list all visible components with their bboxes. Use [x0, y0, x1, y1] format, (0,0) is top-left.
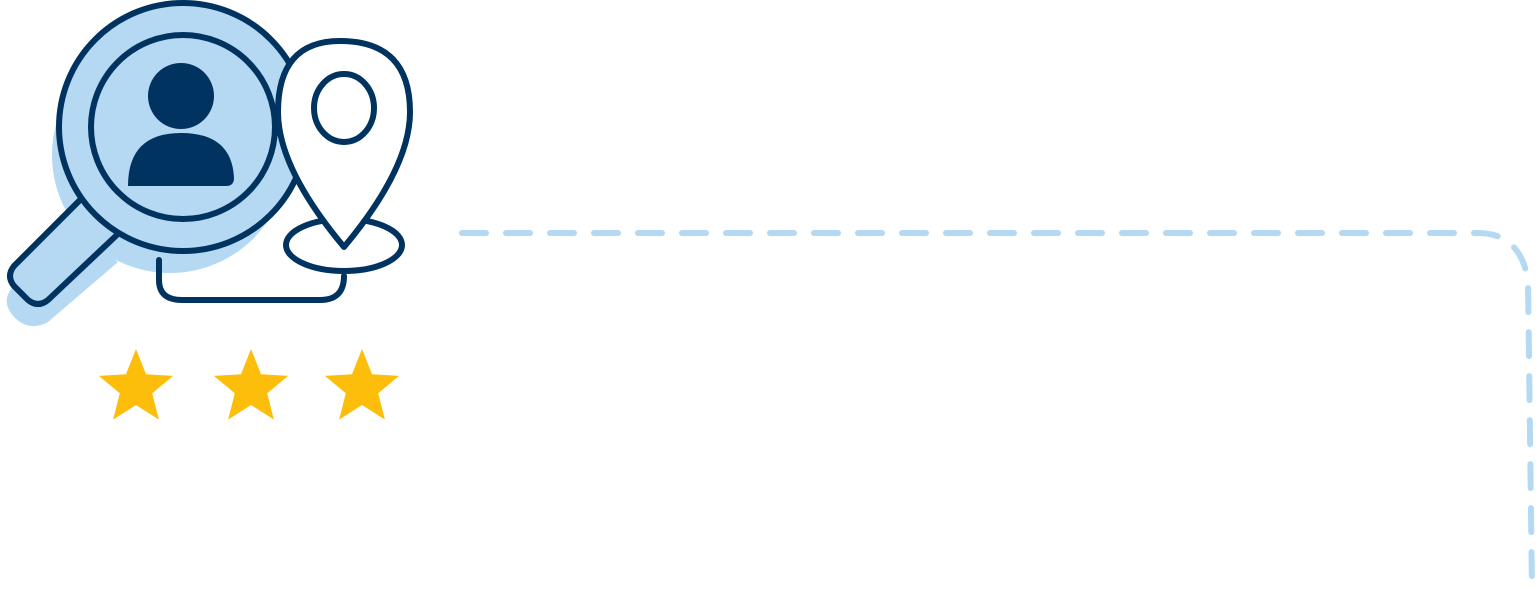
magnifier-handle: [7, 193, 123, 307]
star-icon: [213, 349, 289, 420]
dashed-connector-line: [459, 230, 1535, 590]
star-icon: [98, 349, 174, 420]
person-icon: [128, 63, 234, 186]
connector-loop: [156, 257, 347, 303]
star-icon: [324, 349, 400, 420]
rating-stars: [98, 349, 400, 420]
location-pin-icon: [275, 38, 413, 250]
